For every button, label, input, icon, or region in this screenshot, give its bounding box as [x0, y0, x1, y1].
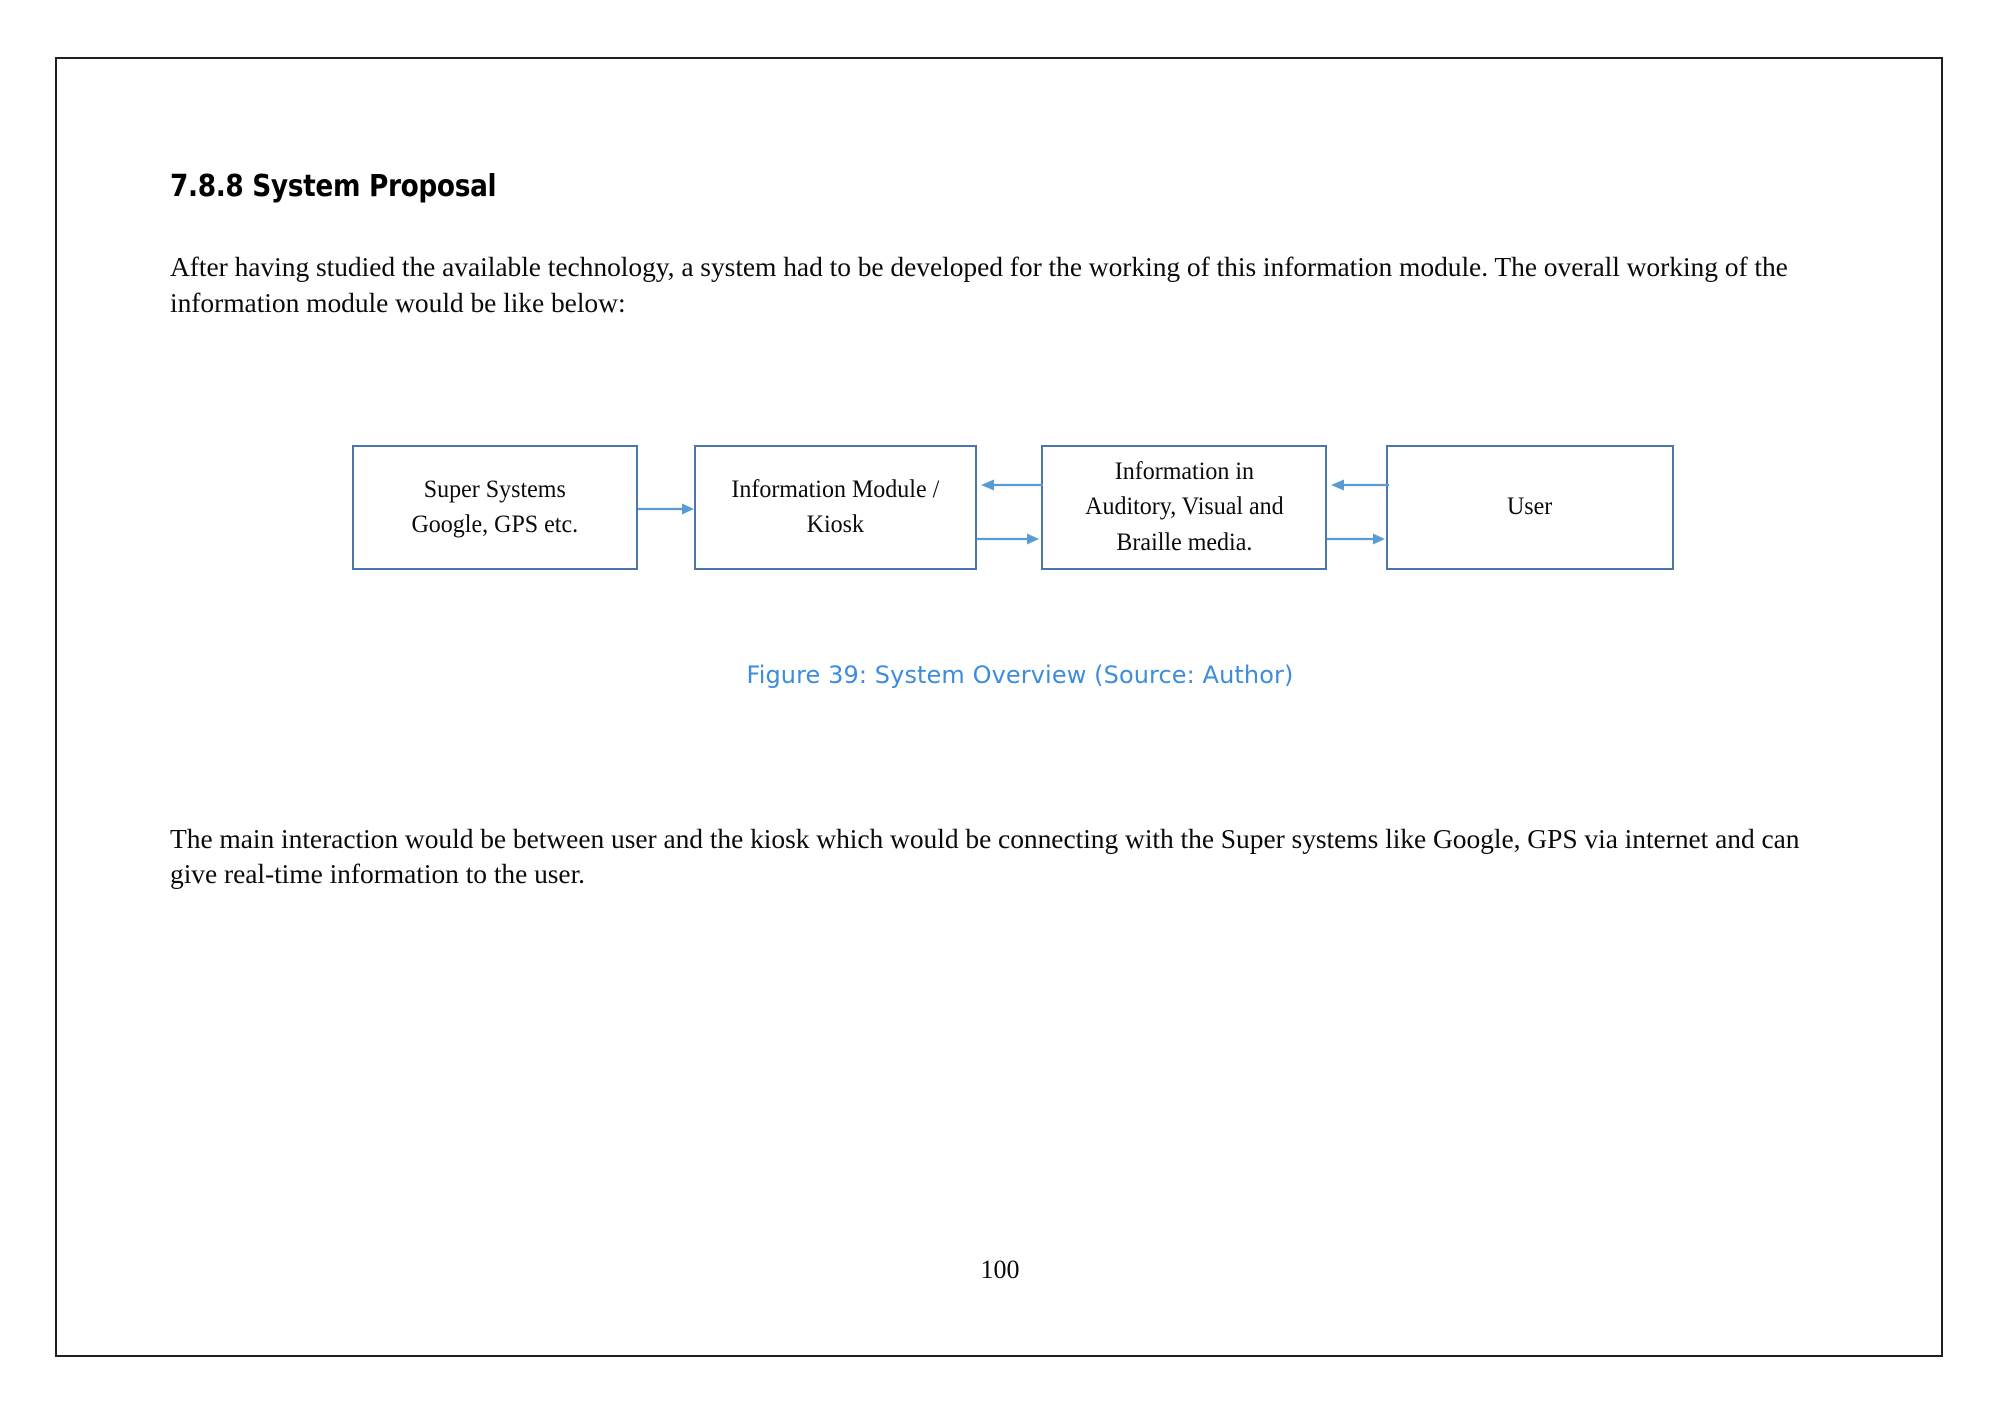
page-border	[55, 57, 1943, 1357]
figure-caption: Figure 39: System Overview (Source: Auth…	[746, 660, 1294, 689]
page-content: 7.8.8 System Proposal After having studi…	[170, 170, 1870, 892]
arrow-kiosk-to-media	[977, 533, 1039, 544]
figure-system-overview: Super Systems Google, GPS etc. Informati…	[170, 321, 1870, 821]
diagram-box-label: User	[1507, 493, 1553, 521]
diagram-box-information-module-kiosk: Information Module / Kiosk	[694, 444, 977, 570]
diagram-box-user: User	[1386, 444, 1674, 570]
page-title: 7.8.8 System Proposal	[170, 169, 497, 204]
diagram-box-label: Information Module / Kiosk	[731, 475, 940, 539]
diagram-box-label: Super Systems Google, GPS etc.	[411, 475, 579, 539]
system-overview-diagram: Super Systems Google, GPS etc. Informati…	[170, 321, 1870, 741]
arrow-user-to-media	[1331, 479, 1389, 490]
intro-paragraph: After having studied the available techn…	[170, 251, 1788, 318]
page-number: 100	[980, 1255, 1020, 1284]
closing-paragraph: The main interaction would be between us…	[170, 822, 1800, 890]
diagram-box-label: Information in Auditory, Visual and Brai…	[1084, 457, 1284, 556]
diagram-box-super-systems: Super Systems Google, GPS etc.	[352, 444, 638, 570]
arrow-super-systems-to-kiosk	[638, 503, 694, 514]
arrow-media-to-kiosk	[981, 479, 1043, 490]
diagram-box-information-media: Information in Auditory, Visual and Brai…	[1041, 444, 1327, 570]
arrow-media-to-user	[1327, 533, 1385, 544]
